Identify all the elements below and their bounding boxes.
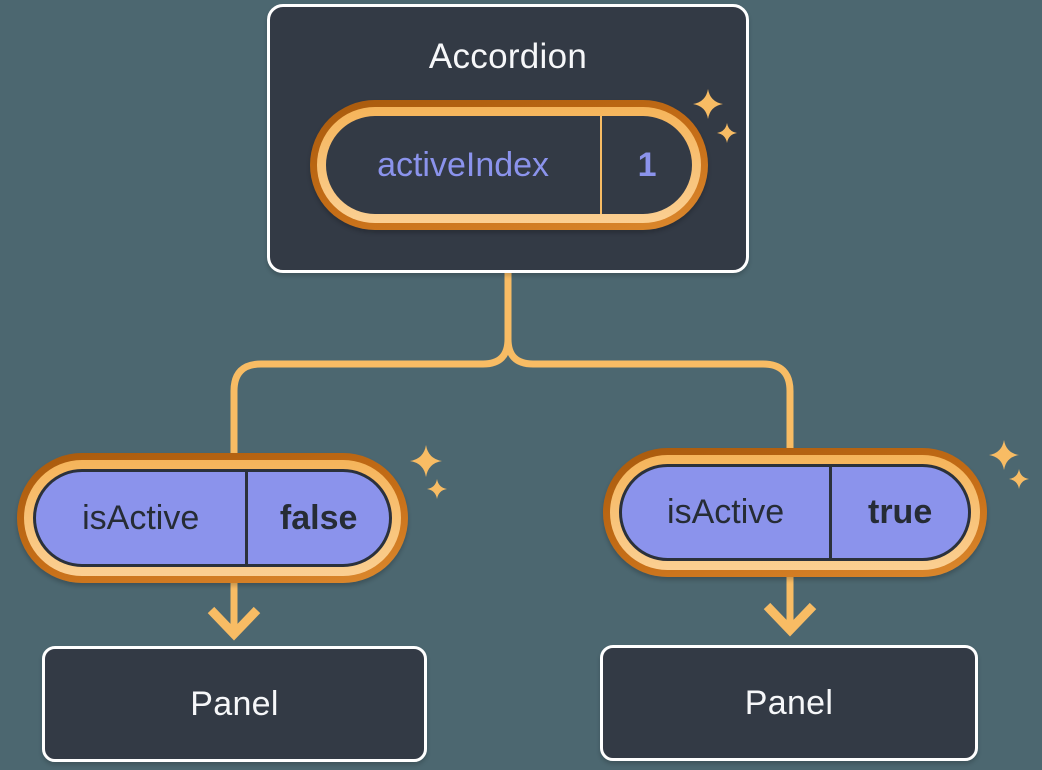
panel-node-right: Panel — [600, 645, 978, 761]
prop-pill-label: isActive — [82, 498, 200, 537]
prop-pill-body: isActive true — [619, 464, 971, 561]
prop-pill-value: false — [279, 498, 358, 537]
prop-pill-isactive-false: isActive false — [17, 453, 408, 583]
left-arrow-head-icon — [207, 606, 261, 641]
connector-right-branch — [504, 271, 794, 448]
prop-pill-isactive-true: isActive true — [603, 448, 987, 577]
panel-title: Panel — [190, 684, 279, 723]
sparkle-icon — [410, 445, 442, 477]
prop-pill-body: isActive false — [33, 469, 392, 567]
sparkle-icon — [1009, 469, 1029, 489]
prop-pill-ring: isActive true — [610, 455, 980, 570]
state-pill-divider — [600, 116, 603, 214]
state-pill-body: activeIndex 1 — [326, 116, 692, 214]
accordion-title: Accordion — [428, 37, 588, 76]
panel-node-left: Panel — [42, 646, 427, 762]
panel-title: Panel — [744, 683, 834, 722]
right-arrow-head-icon — [763, 602, 817, 637]
connector-left-branch — [230, 271, 512, 453]
state-pill-ring: activeIndex 1 — [317, 107, 701, 223]
prop-pill-divider — [829, 467, 833, 558]
prop-pill-value: true — [868, 493, 933, 531]
prop-pill-divider — [245, 472, 249, 564]
accordion-node: Accordion activeIndex 1 — [267, 4, 749, 273]
prop-pill-label: isActive — [667, 493, 785, 531]
prop-pill-ring: isActive false — [24, 460, 401, 576]
state-pill-value: 1 — [637, 145, 657, 184]
sparkle-icon — [427, 479, 447, 499]
state-pill-label: activeIndex — [377, 145, 550, 184]
state-pill-activeindex: activeIndex 1 — [310, 100, 708, 230]
sparkle-icon — [989, 440, 1019, 470]
